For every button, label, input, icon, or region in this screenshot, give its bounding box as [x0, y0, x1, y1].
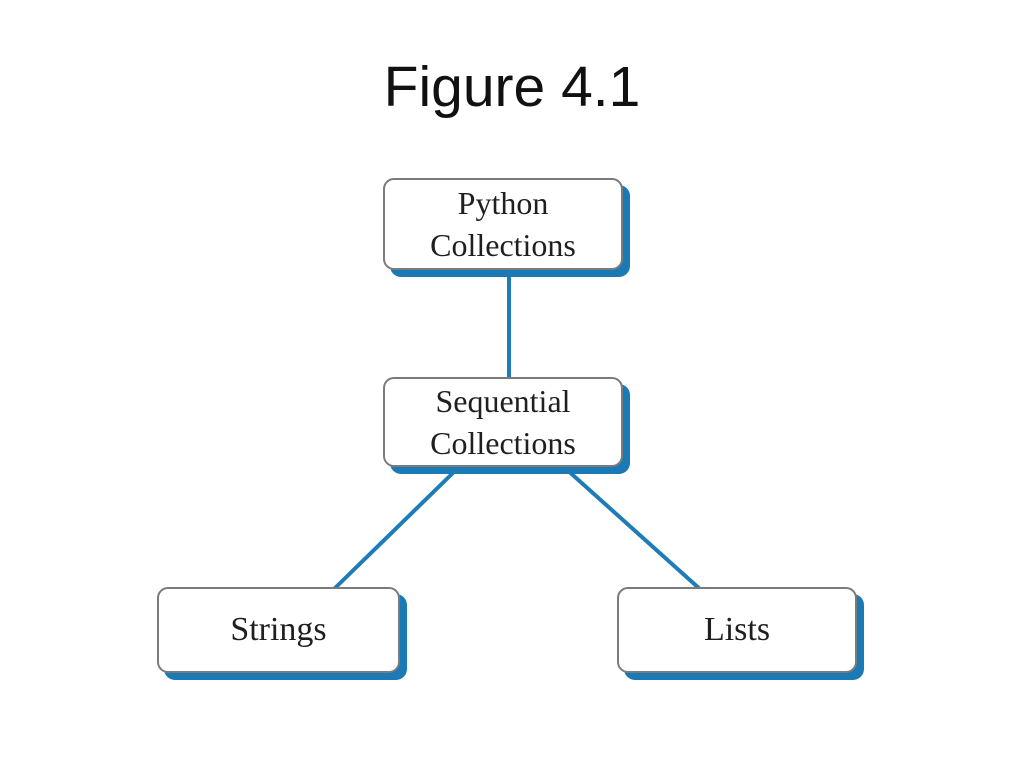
node-label: Lists — [703, 611, 771, 648]
node-label-line: Sequential — [435, 383, 571, 419]
node-lists: Lists — [617, 587, 857, 673]
node-strings: Strings — [157, 587, 400, 673]
node-python-collections: Python Collections — [383, 178, 623, 270]
figure-title: Figure 4.1 — [383, 55, 641, 119]
node-label-line: Collections — [430, 227, 576, 263]
node-label-line: Python — [457, 185, 549, 221]
connector-sequential-strings — [331, 466, 460, 592]
node-label-line: Collections — [430, 425, 576, 461]
node-label: Strings — [230, 611, 327, 648]
connector-sequential-lists — [563, 466, 703, 592]
node-sequential-collections: Sequential Collections — [383, 377, 623, 467]
